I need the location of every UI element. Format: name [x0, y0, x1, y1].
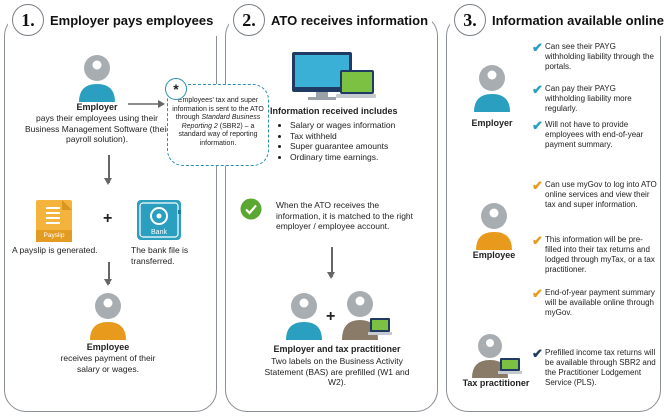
employer-person-icon — [79, 55, 115, 102]
employer-practitioner-label: Employer and tax practitioner — [273, 344, 401, 354]
panel2-title: ATO receives information — [271, 12, 429, 28]
check-icon: ✔ — [532, 286, 543, 301]
check-icon: ✔ — [532, 178, 543, 193]
panel3-employee-label: Employee — [472, 250, 516, 260]
panel2-header: 2. ATO receives information — [229, 4, 433, 36]
employer-benefit: Can see their PAYG withholding liability… — [545, 42, 654, 71]
arrow-down-2 — [105, 262, 111, 286]
info-item: Tax withheld — [290, 131, 420, 142]
panel3-practitioner-label: Tax practitioner — [462, 378, 530, 388]
check-icon: ✔ — [532, 82, 543, 97]
bas-prefill-text: Two labels on the Business Activity Stat… — [264, 356, 410, 387]
employee-person-icon-3 — [476, 203, 512, 250]
tax-practitioner-person-icon — [342, 291, 392, 340]
plus-sign-2: + — [326, 308, 336, 325]
check-icon: ✔ — [532, 233, 543, 248]
callout-text: Employees' tax and super information is … — [172, 97, 264, 147]
check-icon: ✔ — [532, 346, 543, 361]
plus-sign-1: + — [103, 210, 113, 227]
panel3-employer-label: Employer — [471, 118, 513, 128]
employer-description: pays their employees using their Busines… — [24, 113, 170, 144]
panel1-header: 1. Employer pays employees — [8, 4, 218, 36]
step-number-1: 1. — [12, 4, 44, 36]
payslip-icon-label: Payslip — [43, 232, 65, 239]
arrow-to-callout — [128, 100, 165, 108]
match-text: When the ATO receives the information, i… — [276, 200, 414, 231]
sbr2-callout: Employees' tax and super information is … — [167, 84, 269, 166]
employee-benefit: This information will be pre-filled into… — [545, 235, 655, 274]
info-item: Super guarantee amounts — [290, 141, 420, 152]
bank-icon — [137, 200, 181, 240]
check-icon: ✔ — [532, 40, 543, 55]
employee-benefit: Can use myGov to log into ATO online ser… — [545, 180, 657, 209]
check-icon: ✔ — [532, 118, 543, 133]
employee-label: Employee — [86, 342, 130, 352]
info-received-title: Information received includes — [270, 106, 398, 116]
step-number-2: 2. — [233, 4, 265, 36]
panel1-title: Employer pays employees — [50, 12, 214, 28]
asterisk-badge: * — [165, 78, 187, 100]
arrow-down-1 — [105, 155, 111, 185]
bank-icon-label: Bank — [151, 229, 167, 236]
green-check-circle-icon — [240, 198, 262, 220]
employer-person-icon-3 — [474, 65, 510, 112]
practitioner-benefit: Prefilled income tax returns will be ava… — [545, 348, 656, 387]
employer-benefit: Can pay their PAYG withholding liability… — [545, 84, 632, 113]
computer-devices-icon — [292, 52, 376, 100]
info-item: Ordinary time earnings. — [290, 152, 420, 163]
panel3-title: Information available online — [492, 12, 664, 28]
bank-text: The bank file is transferred. — [131, 245, 189, 266]
payslip-icon — [36, 200, 72, 242]
employee-benefit: End-of-year payment summary will be avai… — [545, 288, 655, 317]
employer-benefit: Will not have to provide employees with … — [545, 120, 644, 149]
info-received-list: Salary or wages information Tax withheld… — [278, 120, 420, 162]
employer-label: Employer — [76, 102, 118, 112]
step-number-3: 3. — [454, 4, 486, 36]
employee-person-icon — [90, 293, 126, 340]
payslip-text: A payslip is generated. — [12, 245, 98, 255]
panel3-header: 3. Information available online — [450, 4, 666, 36]
employee-description: receives payment of their salary or wage… — [60, 353, 156, 374]
tax-practitioner-person-icon-3 — [472, 334, 522, 378]
info-item: Salary or wages information — [290, 120, 420, 131]
arrow-down-3 — [328, 247, 334, 279]
employer-person-icon-2 — [286, 293, 322, 340]
